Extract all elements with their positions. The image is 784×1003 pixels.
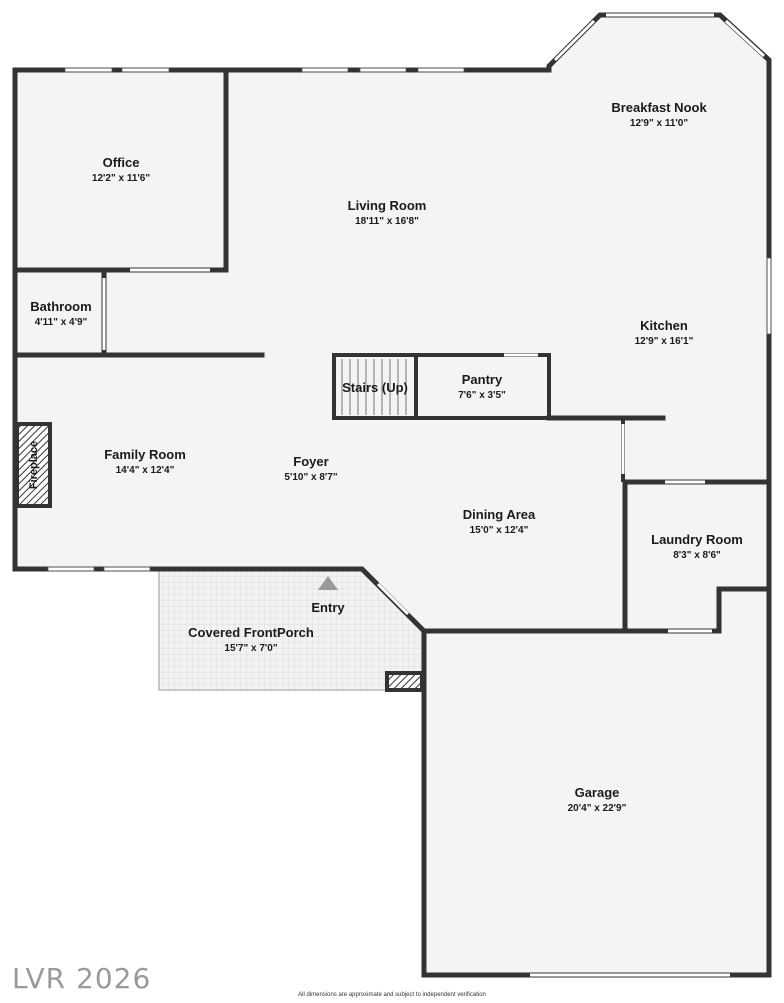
kitchen-dims: 12'9" x 16'1" — [635, 336, 694, 347]
disclaimer: All dimensions are approximate and subje… — [298, 992, 486, 998]
laundry-room-name: Laundry Room — [651, 532, 743, 547]
kitchen-name: Kitchen — [640, 318, 688, 333]
bathroom-name: Bathroom — [30, 299, 91, 314]
room-labels: Breakfast Nook 12'9" x 11'0" Office 12'2… — [28, 100, 743, 814]
office-dims: 12'2" x 11'6" — [92, 173, 150, 184]
pantry-dims: 7'6" x 3'5" — [458, 390, 506, 401]
entry-name: Entry — [311, 600, 345, 615]
dining-area-name: Dining Area — [463, 507, 536, 522]
foyer-dims: 5'10" x 8'7" — [284, 472, 337, 483]
dining-area-dims: 15'0" x 12'4" — [470, 525, 529, 536]
family-room-name: Family Room — [104, 447, 186, 462]
breakfast-nook-dims: 12'9" x 11'0" — [630, 118, 688, 129]
garage-dims: 20'4" x 22'9" — [568, 803, 627, 814]
covered-porch-name: Covered FrontPorch — [188, 625, 314, 640]
living-room-name: Living Room — [348, 198, 427, 213]
garage-name: Garage — [575, 785, 620, 800]
stairs-name: Stairs (Up) — [342, 380, 408, 395]
office-name: Office — [103, 155, 140, 170]
windows — [48, 13, 771, 977]
covered-porch-dims: 15'7" x 7'0" — [224, 643, 277, 654]
family-room-dims: 14'4" x 12'4" — [116, 465, 175, 476]
living-room-dims: 18'11" x 16'8" — [355, 216, 419, 227]
bathroom-dims: 4'11" x 4'9" — [35, 317, 88, 328]
watermark: LVR 2026 — [12, 962, 152, 995]
window-frames — [47, 67, 772, 572]
breakfast-nook-name: Breakfast Nook — [611, 100, 707, 115]
laundry-room-dims: 8'3" x 8'6" — [673, 550, 721, 561]
entry-arrow-icon — [318, 576, 338, 590]
pantry-name: Pantry — [462, 372, 503, 387]
fireplace-label: Fireplace — [28, 441, 40, 489]
stairs — [341, 359, 407, 415]
foyer-name: Foyer — [293, 454, 328, 469]
floor-area — [15, 15, 769, 975]
